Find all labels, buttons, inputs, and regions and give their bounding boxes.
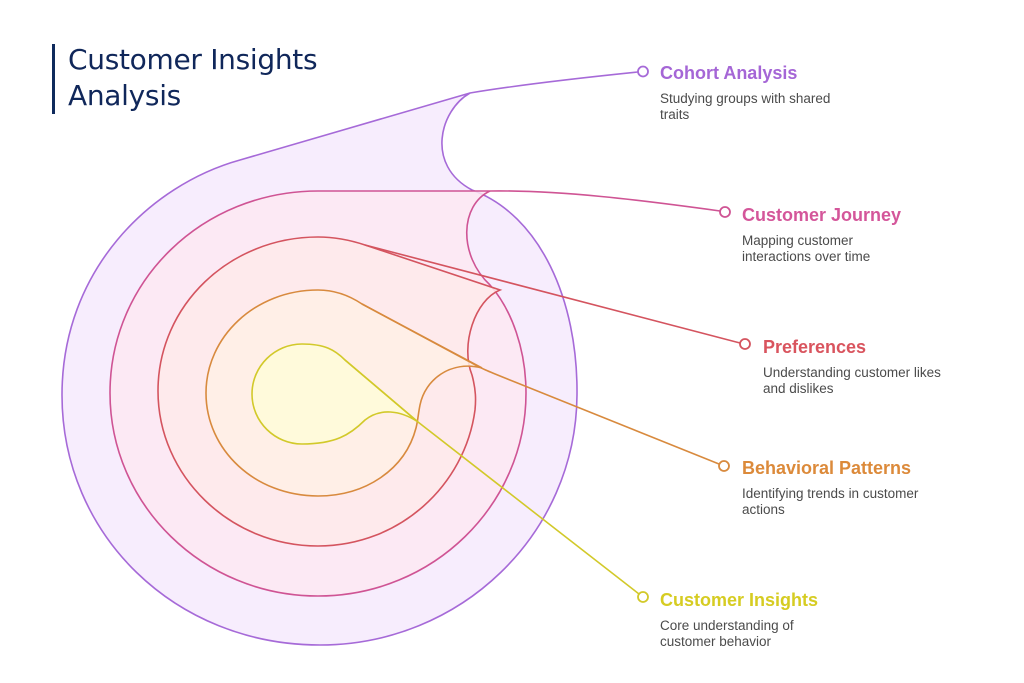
label-cohort-analysis: Cohort Analysis Studying groups with sha… [660, 63, 860, 123]
leader-dot-behavioral-patterns [718, 460, 730, 472]
layer-title-preferences: Preferences [763, 337, 867, 357]
description-line: Core understanding of [660, 618, 794, 633]
layer-description-behavioral-patterns: Identifying trends in customer actions [742, 486, 942, 518]
leader-dot-cohort-analysis [637, 65, 649, 78]
page-title-line-1: Customer Insights [68, 43, 318, 76]
layer-description-customer-insights: Core understanding of customer behavior [660, 618, 860, 650]
description-line: Identifying trends in customer [742, 486, 919, 501]
layer-title-customer-insights: Customer Insights [660, 590, 819, 610]
page-title: Customer Insights Analysis [68, 42, 388, 114]
page-title-line-2: Analysis [68, 79, 181, 112]
title-accent-bar [52, 44, 55, 114]
leader-line-customer-insights [344, 359, 640, 595]
label-customer-journey: Customer Journey Mapping customer intera… [742, 205, 942, 265]
leader-dot-preferences [739, 338, 751, 350]
description-line: Understanding customer likes [763, 365, 941, 380]
label-customer-insights: Customer Insights Core understanding of … [660, 590, 860, 650]
description-line: actions [742, 502, 785, 517]
description-line: Studying groups with shared [660, 91, 831, 106]
label-behavioral-patterns: Behavioral Patterns Identifying trends i… [742, 458, 942, 518]
description-line: traits [660, 107, 690, 122]
layer-customer-insights [251, 343, 649, 603]
leader-dot-customer-journey [719, 206, 731, 218]
layer-title-customer-journey: Customer Journey [742, 205, 902, 225]
leader-line-customer-journey [489, 190, 721, 212]
leader-dot-customer-insights [637, 591, 649, 603]
layer-description-preferences: Understanding customer likes and dislike… [763, 365, 963, 397]
leader-line-behavioral-patterns [361, 303, 720, 465]
description-line: interactions over time [742, 249, 871, 264]
leader-line-cohort-analysis [469, 71, 639, 94]
layer-description-customer-journey: Mapping customer interactions over time [742, 233, 942, 265]
label-preferences: Preferences Understanding customer likes… [763, 337, 963, 397]
description-line: and dislikes [763, 381, 834, 396]
leader-line-preferences [364, 244, 741, 344]
layer-title-behavioral-patterns: Behavioral Patterns [742, 458, 912, 478]
layer-title-cohort-analysis: Cohort Analysis [660, 63, 798, 83]
layer-description-cohort-analysis: Studying groups with shared traits [660, 91, 860, 123]
description-line: customer behavior [660, 634, 772, 649]
description-line: Mapping customer [742, 233, 854, 248]
layer-shape-customer-insights [251, 343, 419, 445]
